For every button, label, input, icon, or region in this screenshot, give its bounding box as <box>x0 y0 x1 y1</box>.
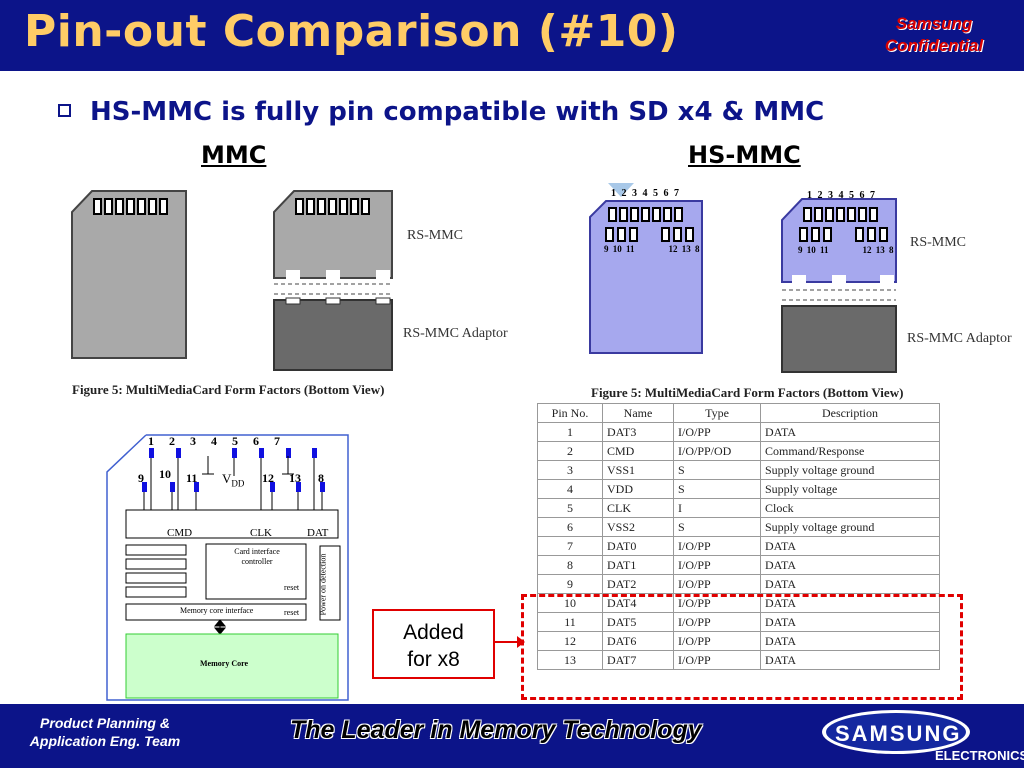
table-header: Type <box>673 403 761 423</box>
bullet-square-icon <box>58 104 71 117</box>
label-rs-mmc-adaptor-left: RS-MMC Adaptor <box>403 326 508 341</box>
callout-line-2: for x8 <box>407 648 460 671</box>
diagram-dat-label: DAT <box>307 527 329 539</box>
header-divider <box>0 68 1024 71</box>
diagram-power-label: Power on detection <box>318 553 328 616</box>
diagram-reset-label-1: reset <box>284 583 300 592</box>
diagram-reset-label-2: reset <box>284 608 300 617</box>
rs-mmc-card-drawing <box>273 190 393 371</box>
confidential-line-2: Confidential <box>884 36 984 55</box>
hs-rs-mmc-card-drawing <box>781 198 897 373</box>
diagram-clk-label: CLK <box>250 527 272 539</box>
hs-rs-mmc-pins-top: 1 2 3 4 5 6 7 <box>807 190 875 201</box>
table-header-row: Pin No. Name Type Description <box>537 403 940 423</box>
samsung-logo-icon <box>822 710 970 754</box>
label-rs-mmc-right: RS-MMC <box>910 235 967 250</box>
figure-caption-right: Figure 5: MultiMediaCard Form Factors (B… <box>591 385 904 400</box>
section-hs-mmc: HS-MMC <box>688 141 801 169</box>
bullet-text: HS-MMC is fully pin compatible with SD x… <box>90 97 825 127</box>
diagram-pin-13: 13 <box>289 471 301 485</box>
added-for-x8-callout: Added for x8 <box>372 609 495 679</box>
hs-mmc-card-drawing <box>589 183 703 354</box>
header-bar <box>0 0 1024 68</box>
logo-wordmark: SAMSUNG <box>835 721 962 746</box>
logo-subtitle: ELECTRONICS <box>935 748 1024 763</box>
section-mmc: MMC <box>201 141 267 169</box>
callout-arrow-icon <box>495 636 525 648</box>
mmc-card-drawing <box>71 190 187 359</box>
table-header: Name <box>602 403 674 423</box>
label-rs-mmc-adaptor-right: RS-MMC Adaptor <box>907 331 1012 346</box>
diagram-pin-8: 8 <box>318 471 324 485</box>
diagram-cmd-label: CMD <box>167 527 193 539</box>
diagram-pin-9: 9 <box>138 471 144 485</box>
hs-mmc-pins-top: 1 2 3 4 5 6 7 <box>611 188 679 199</box>
diagram-core-interface-label: Memory core interface <box>180 606 254 615</box>
table-header: Description <box>760 403 940 423</box>
confidential-line-1: Samsung <box>895 14 973 33</box>
footer-team: Product Planning &Application Eng. Team <box>29 715 181 749</box>
diagram-pin-10: 10 <box>159 467 171 481</box>
diagram-controller-label: Card interface controller <box>234 547 280 566</box>
label-rs-mmc-left: RS-MMC <box>407 228 464 243</box>
diagram-pin-11: 11 <box>186 471 198 485</box>
callout-line-1: Added <box>403 621 464 644</box>
hs-rs-mmc-pins-bottom: 9 10 11 12 13 8 <box>798 245 894 255</box>
table-header: Pin No. <box>537 403 603 423</box>
diagram-memory-core-label: Memory Core <box>200 659 249 668</box>
slide-title: Pin-out Comparison (#10) <box>24 6 679 57</box>
x8-highlight-box <box>521 594 963 700</box>
diagram-vdd-label: VDD <box>222 471 245 489</box>
figure-caption-left: Figure 5: MultiMediaCard Form Factors (B… <box>72 382 385 397</box>
footer-tagline: The Leader in Memory Technology <box>290 716 702 744</box>
hs-mmc-pins-bottom: 9 10 11 12 13 8 <box>604 244 700 254</box>
diagram-pins-top: 1 2 3 4 5 6 7 <box>148 434 280 448</box>
diagram-pin-12: 12 <box>262 471 274 485</box>
block-diagram <box>106 434 349 701</box>
